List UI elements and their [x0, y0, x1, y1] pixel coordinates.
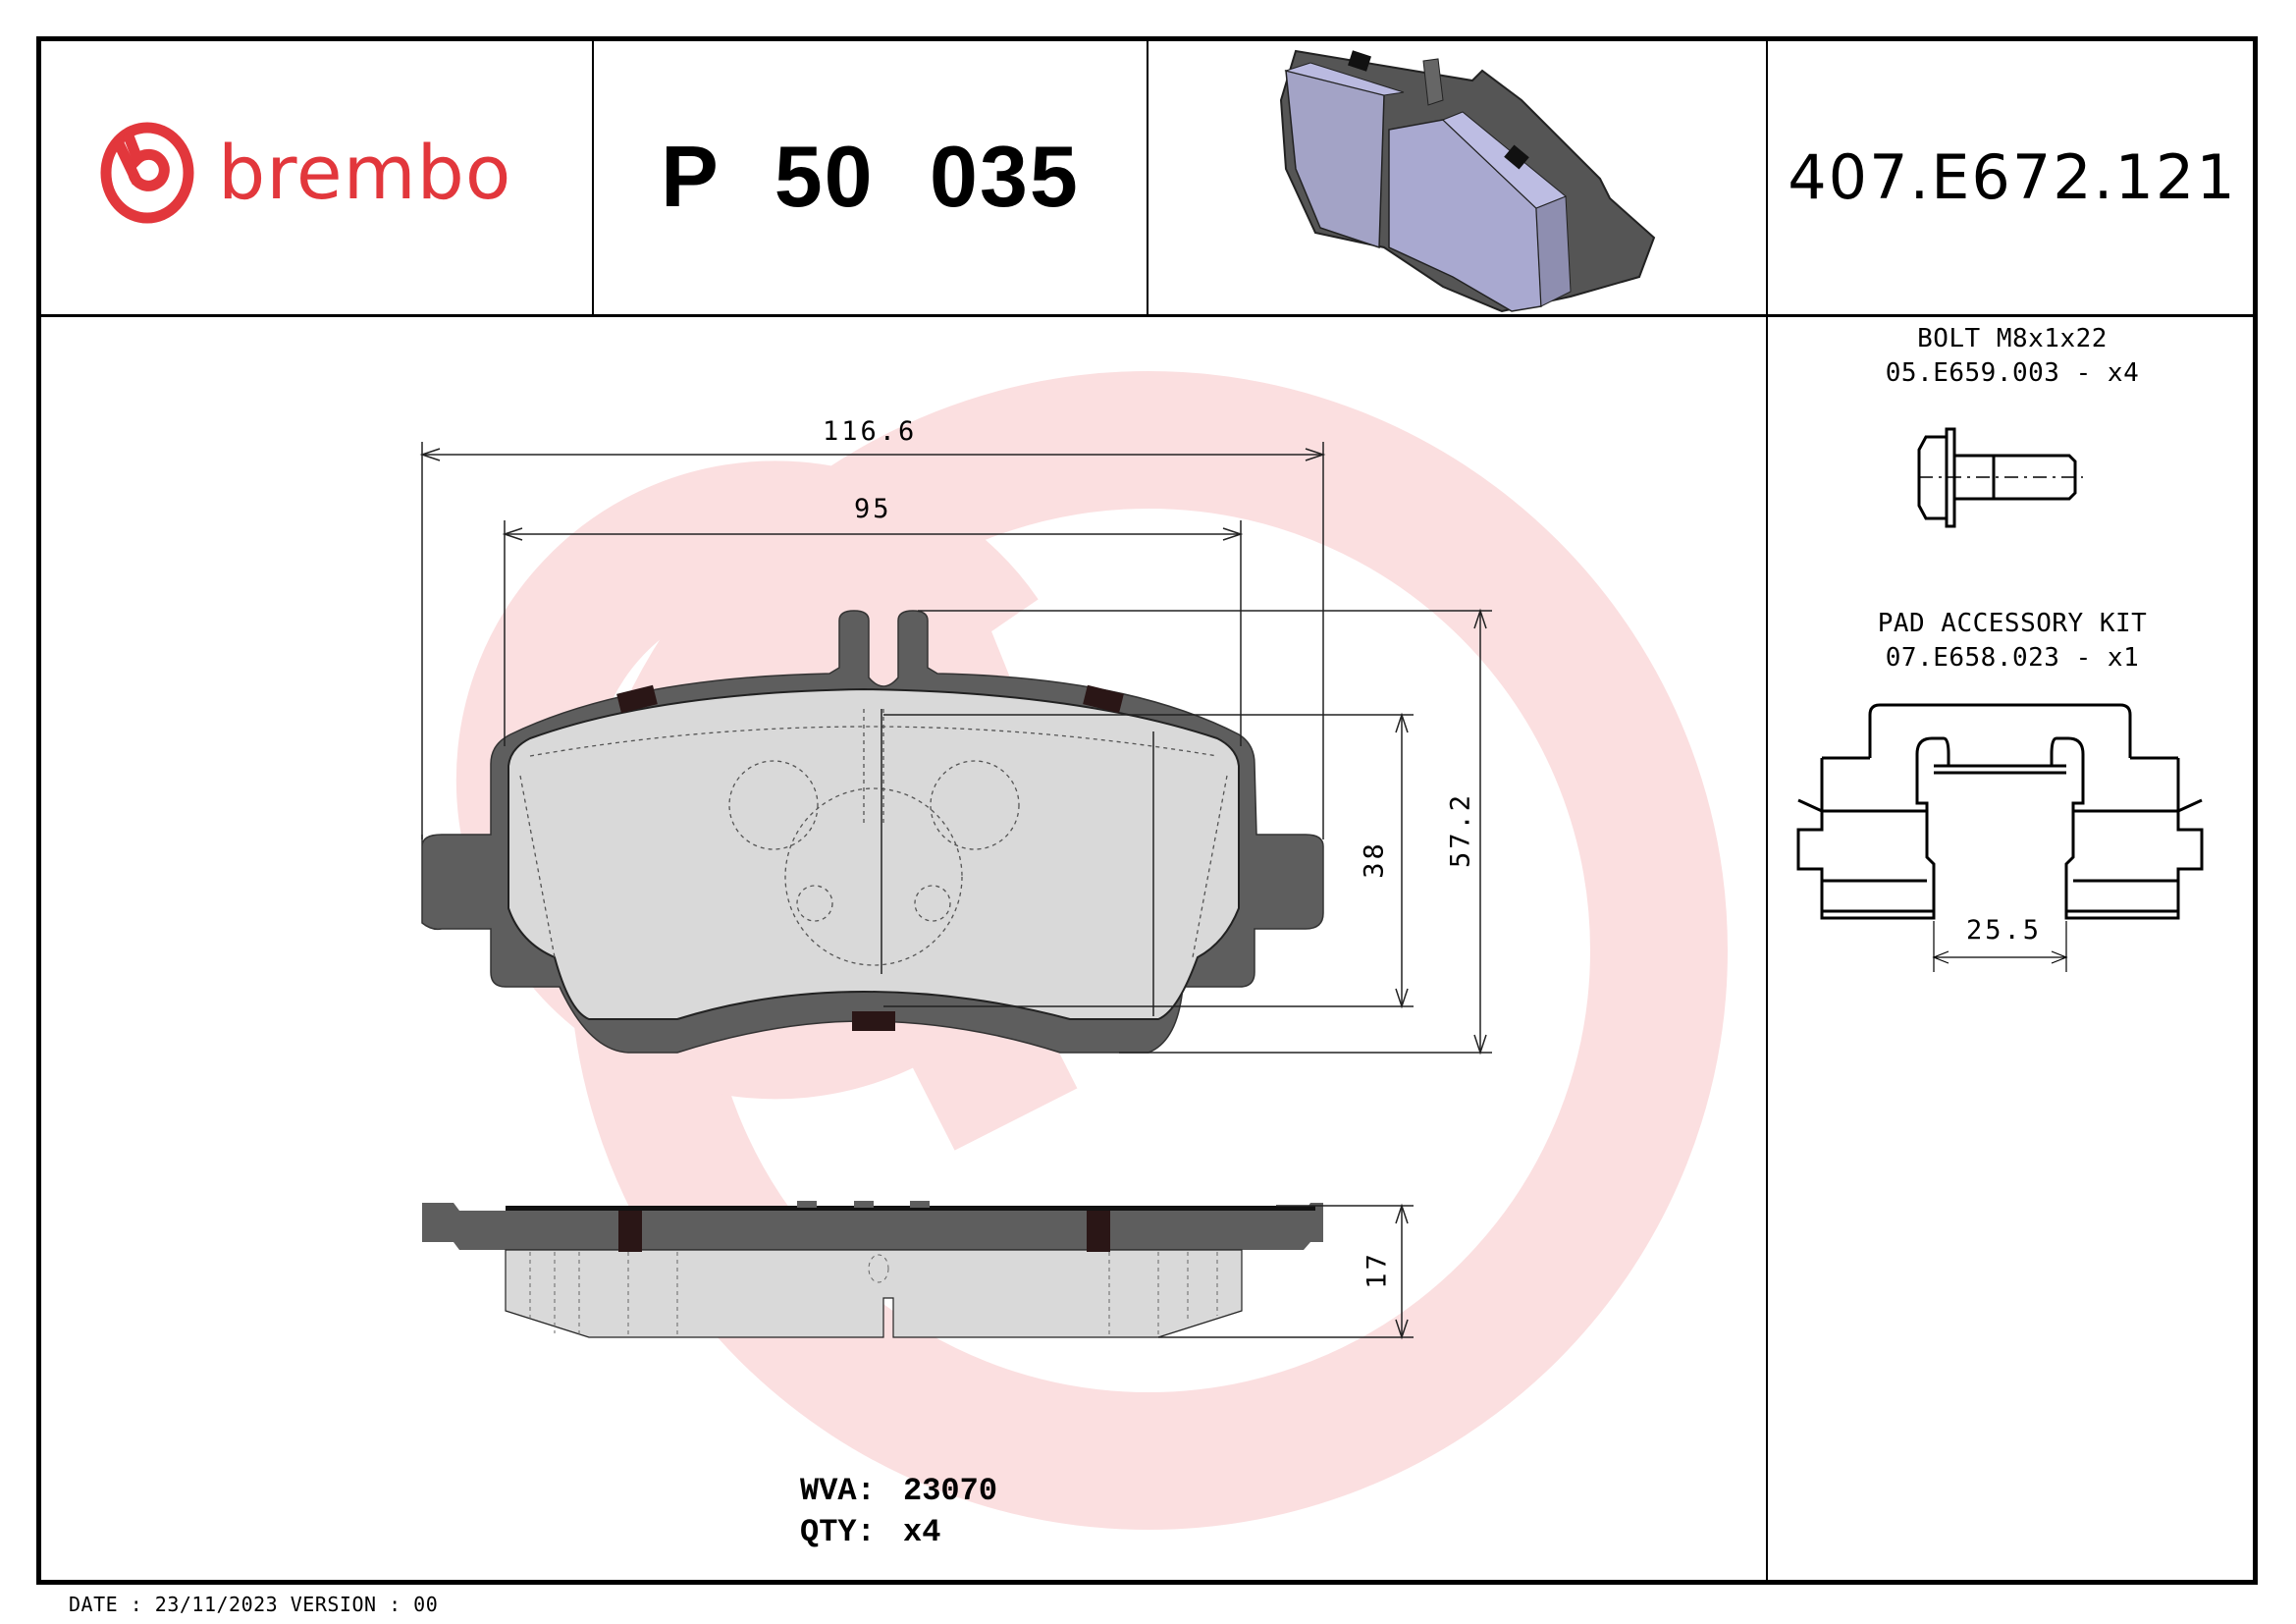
- right-column-divider: [1766, 36, 1768, 1585]
- part-number: P 50 035: [661, 128, 1080, 225]
- wva-label: WVA:: [800, 1473, 876, 1509]
- brand-wordmark: brembo: [218, 129, 512, 216]
- friction-width-dimension: 95: [854, 494, 892, 524]
- qty-label: QTY:: [800, 1514, 876, 1550]
- accessory-kit-label: PAD ACCESSORY KIT 07.E658.023 - x1: [1767, 607, 2258, 676]
- kit-code: 07.E658.023 - x1: [1885, 643, 2140, 673]
- wva-value: 23070: [903, 1473, 998, 1509]
- qty-value: x4: [903, 1514, 941, 1550]
- wva-row: WVA: 23070: [800, 1471, 997, 1512]
- brake-pad-3d-render: [1279, 49, 1656, 313]
- header-col-divider-1: [592, 36, 594, 316]
- overall-width-dimension: 116.6: [823, 416, 918, 447]
- header-col-divider-2: [1147, 36, 1148, 316]
- specs-block: WVA: 23070 QTY: x4: [800, 1471, 997, 1553]
- bolt-code: 05.E659.003 - x4: [1885, 358, 2140, 388]
- date-version-footer: DATE : 23/11/2023 VERSION : 00: [69, 1593, 439, 1616]
- kit-dimension: 25.5: [1966, 915, 2043, 946]
- brembo-logo-icon: [100, 122, 194, 224]
- kit-name: PAD ACCESSORY KIT: [1877, 609, 2148, 638]
- bolt-name: BOLT M8x1x22: [1917, 324, 2108, 353]
- accessory-bolt-label: BOLT M8x1x22 05.E659.003 - x4: [1767, 322, 2258, 391]
- qty-row: QTY: x4: [800, 1512, 997, 1553]
- reference-number: 407.E672.121: [1788, 140, 2237, 213]
